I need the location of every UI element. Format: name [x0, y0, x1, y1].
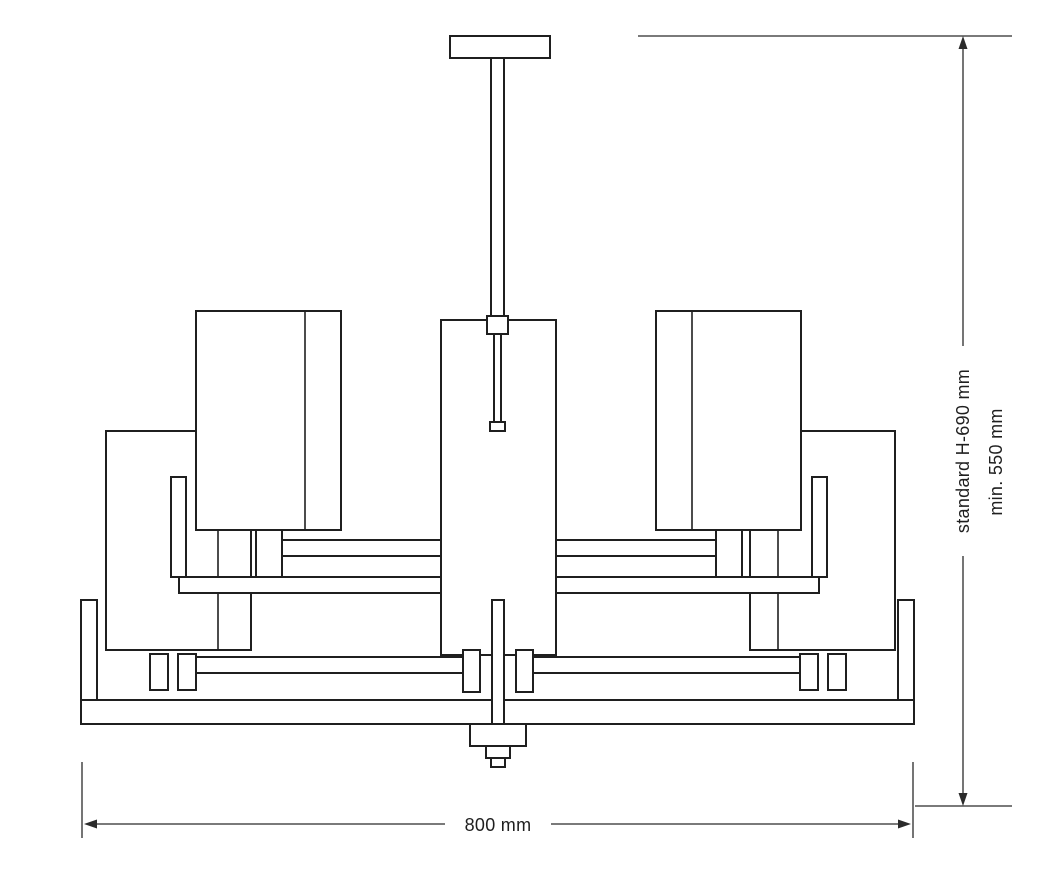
lower-left-post	[170, 476, 187, 578]
lower-arm-right	[532, 656, 801, 674]
width-dimension-label: 800 mm	[465, 815, 532, 835]
lower-left-holder-inner	[177, 653, 197, 691]
frame-right-upright	[897, 599, 915, 703]
finial-knob	[490, 757, 506, 768]
ceiling-canopy	[449, 35, 551, 59]
height-arrow-up-icon	[958, 36, 968, 49]
upper-arm-right	[555, 539, 717, 557]
finial-step-small	[485, 745, 511, 759]
width-arrow-left-icon	[84, 819, 97, 829]
rod-end-cap	[489, 421, 506, 432]
frame-left-upright	[80, 599, 98, 703]
suspension-rod	[490, 57, 505, 317]
height-arrow-down-icon	[958, 793, 968, 806]
dimension-annotations: standard H-690 mm min. 550 mm 800 mm	[81, 35, 1012, 838]
center-bracket-left	[462, 649, 481, 693]
center-stem	[491, 599, 505, 731]
lower-left-holder-outer	[149, 653, 169, 691]
upper-left-shade	[195, 310, 342, 531]
upper-right-holder	[715, 529, 743, 578]
height-standard-label: standard H-690 mm	[953, 369, 973, 533]
upper-left-holder	[255, 529, 283, 578]
chandelier-drawing	[80, 35, 915, 768]
finial-step-large	[469, 723, 527, 747]
lower-right-holder-outer	[827, 653, 847, 691]
lower-right-holder-inner	[799, 653, 819, 691]
height-min-label: min. 550 mm	[986, 408, 1006, 515]
rod-joint	[486, 315, 509, 335]
lower-right-post	[811, 476, 828, 578]
center-bracket-right	[515, 649, 534, 693]
rod-lower-section	[493, 333, 502, 431]
upper-arm-left	[281, 539, 442, 557]
width-arrow-right-icon	[898, 819, 911, 829]
lower-arm-left	[195, 656, 464, 674]
upper-right-shade	[655, 310, 802, 531]
